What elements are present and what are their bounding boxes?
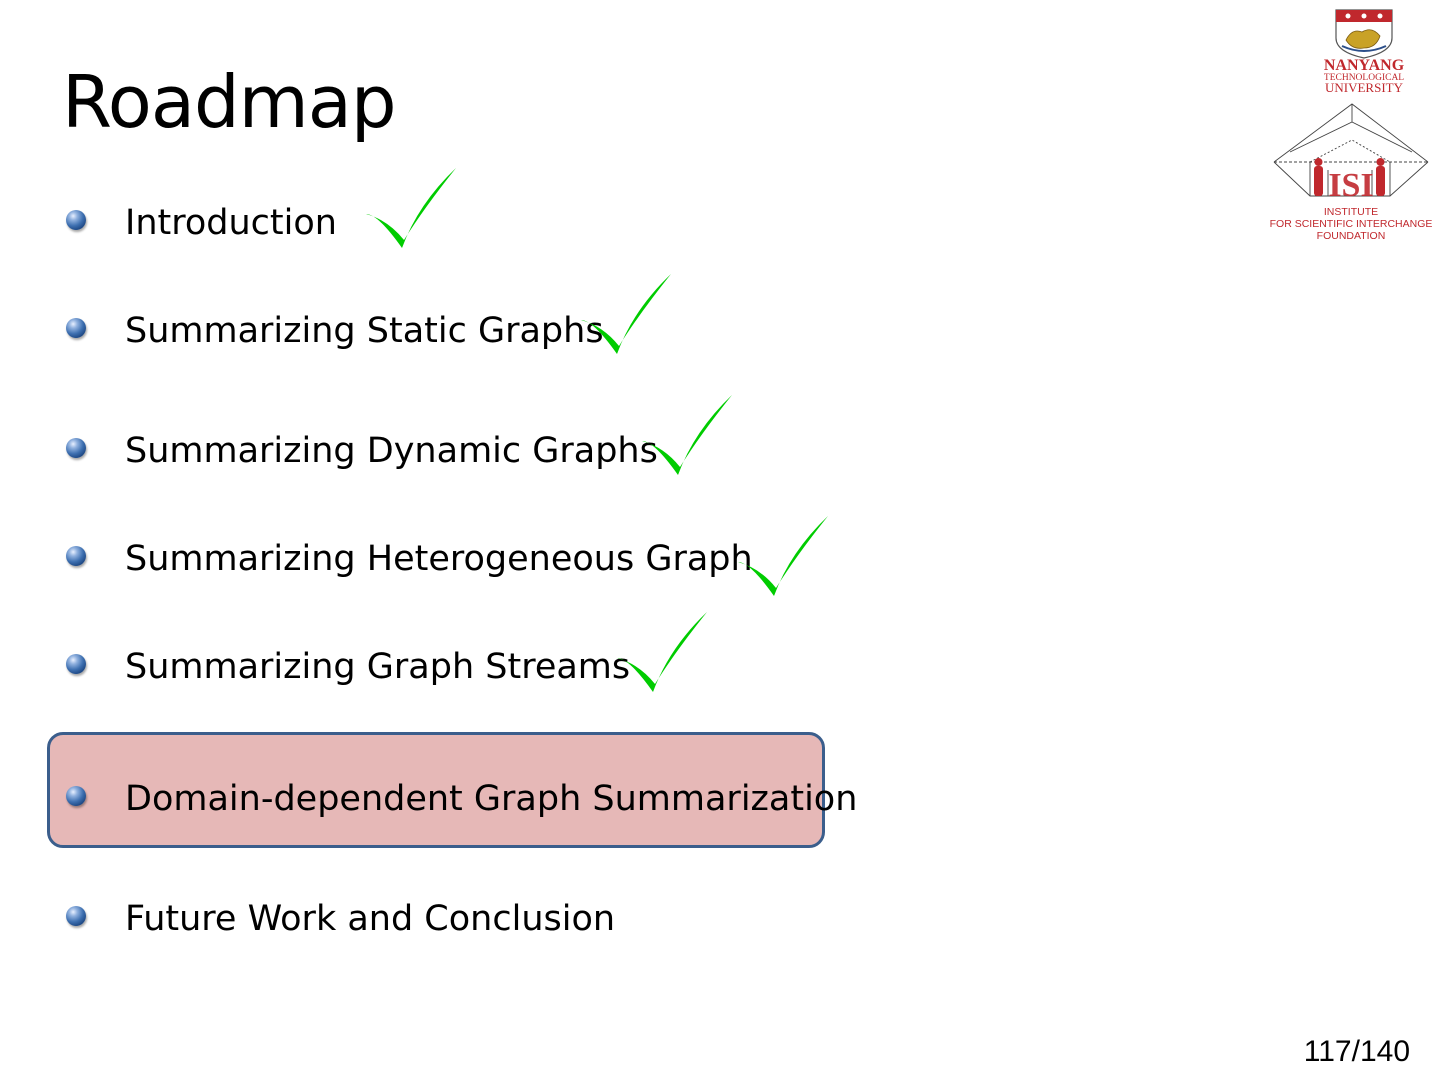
ntu-name-line3: UNIVERSITY xyxy=(1325,80,1404,95)
ntu-name-line1: NANYANG xyxy=(1324,57,1405,74)
check-icon xyxy=(642,395,732,475)
isi-figures-icon xyxy=(1314,158,1385,196)
sphere-bullet-icon xyxy=(66,210,86,230)
roadmap-item-label: Introduction xyxy=(125,203,337,243)
isi-name-line1: INSTITUTE xyxy=(1324,206,1378,218)
sphere-bullet-icon xyxy=(66,546,86,566)
check-icon xyxy=(738,516,828,596)
sphere-bullet-icon xyxy=(66,318,86,338)
isi-name-line2: FOR SCIENTIFIC INTERCHANGE xyxy=(1270,218,1433,230)
check-icon xyxy=(581,274,671,354)
roadmap-item-label: Summarizing Dynamic Graphs xyxy=(125,431,658,471)
check-icon xyxy=(366,168,456,248)
isi-logo: ISI INSTITUTE FOR SCIENTIFIC INTERCHANGE… xyxy=(1270,103,1433,242)
page-number: 117/140 xyxy=(1303,1035,1410,1068)
isi-perspective-emblem-icon xyxy=(1273,103,1429,197)
sphere-bullet-icon xyxy=(66,786,86,806)
roadmap-item-label: Domain-dependent Graph Summarization xyxy=(125,779,858,819)
isi-monogram: ISI xyxy=(1328,167,1373,204)
roadmap-item-label: Summarizing Heterogeneous Graph xyxy=(125,539,753,579)
sphere-bullet-icon xyxy=(66,654,86,674)
ntu-logo: NANYANG TECHNOLOGICAL UNIVERSITY xyxy=(1324,9,1405,95)
roadmap-item-label: Future Work and Conclusion xyxy=(125,899,616,939)
roadmap-item-label: Summarizing Graph Streams xyxy=(125,647,631,687)
ntu-name-line2: TECHNOLOGICAL xyxy=(1324,73,1404,83)
check-icon xyxy=(617,612,707,692)
isi-name-line3: FOUNDATION xyxy=(1317,230,1386,242)
sphere-bullet-icon xyxy=(66,438,86,458)
sphere-bullet-icon xyxy=(66,906,86,926)
current-section-highlight xyxy=(47,732,825,848)
ntu-crest-icon xyxy=(1335,9,1393,59)
slide-title: Roadmap xyxy=(62,60,397,144)
roadmap-item-label: Summarizing Static Graphs xyxy=(125,311,604,351)
